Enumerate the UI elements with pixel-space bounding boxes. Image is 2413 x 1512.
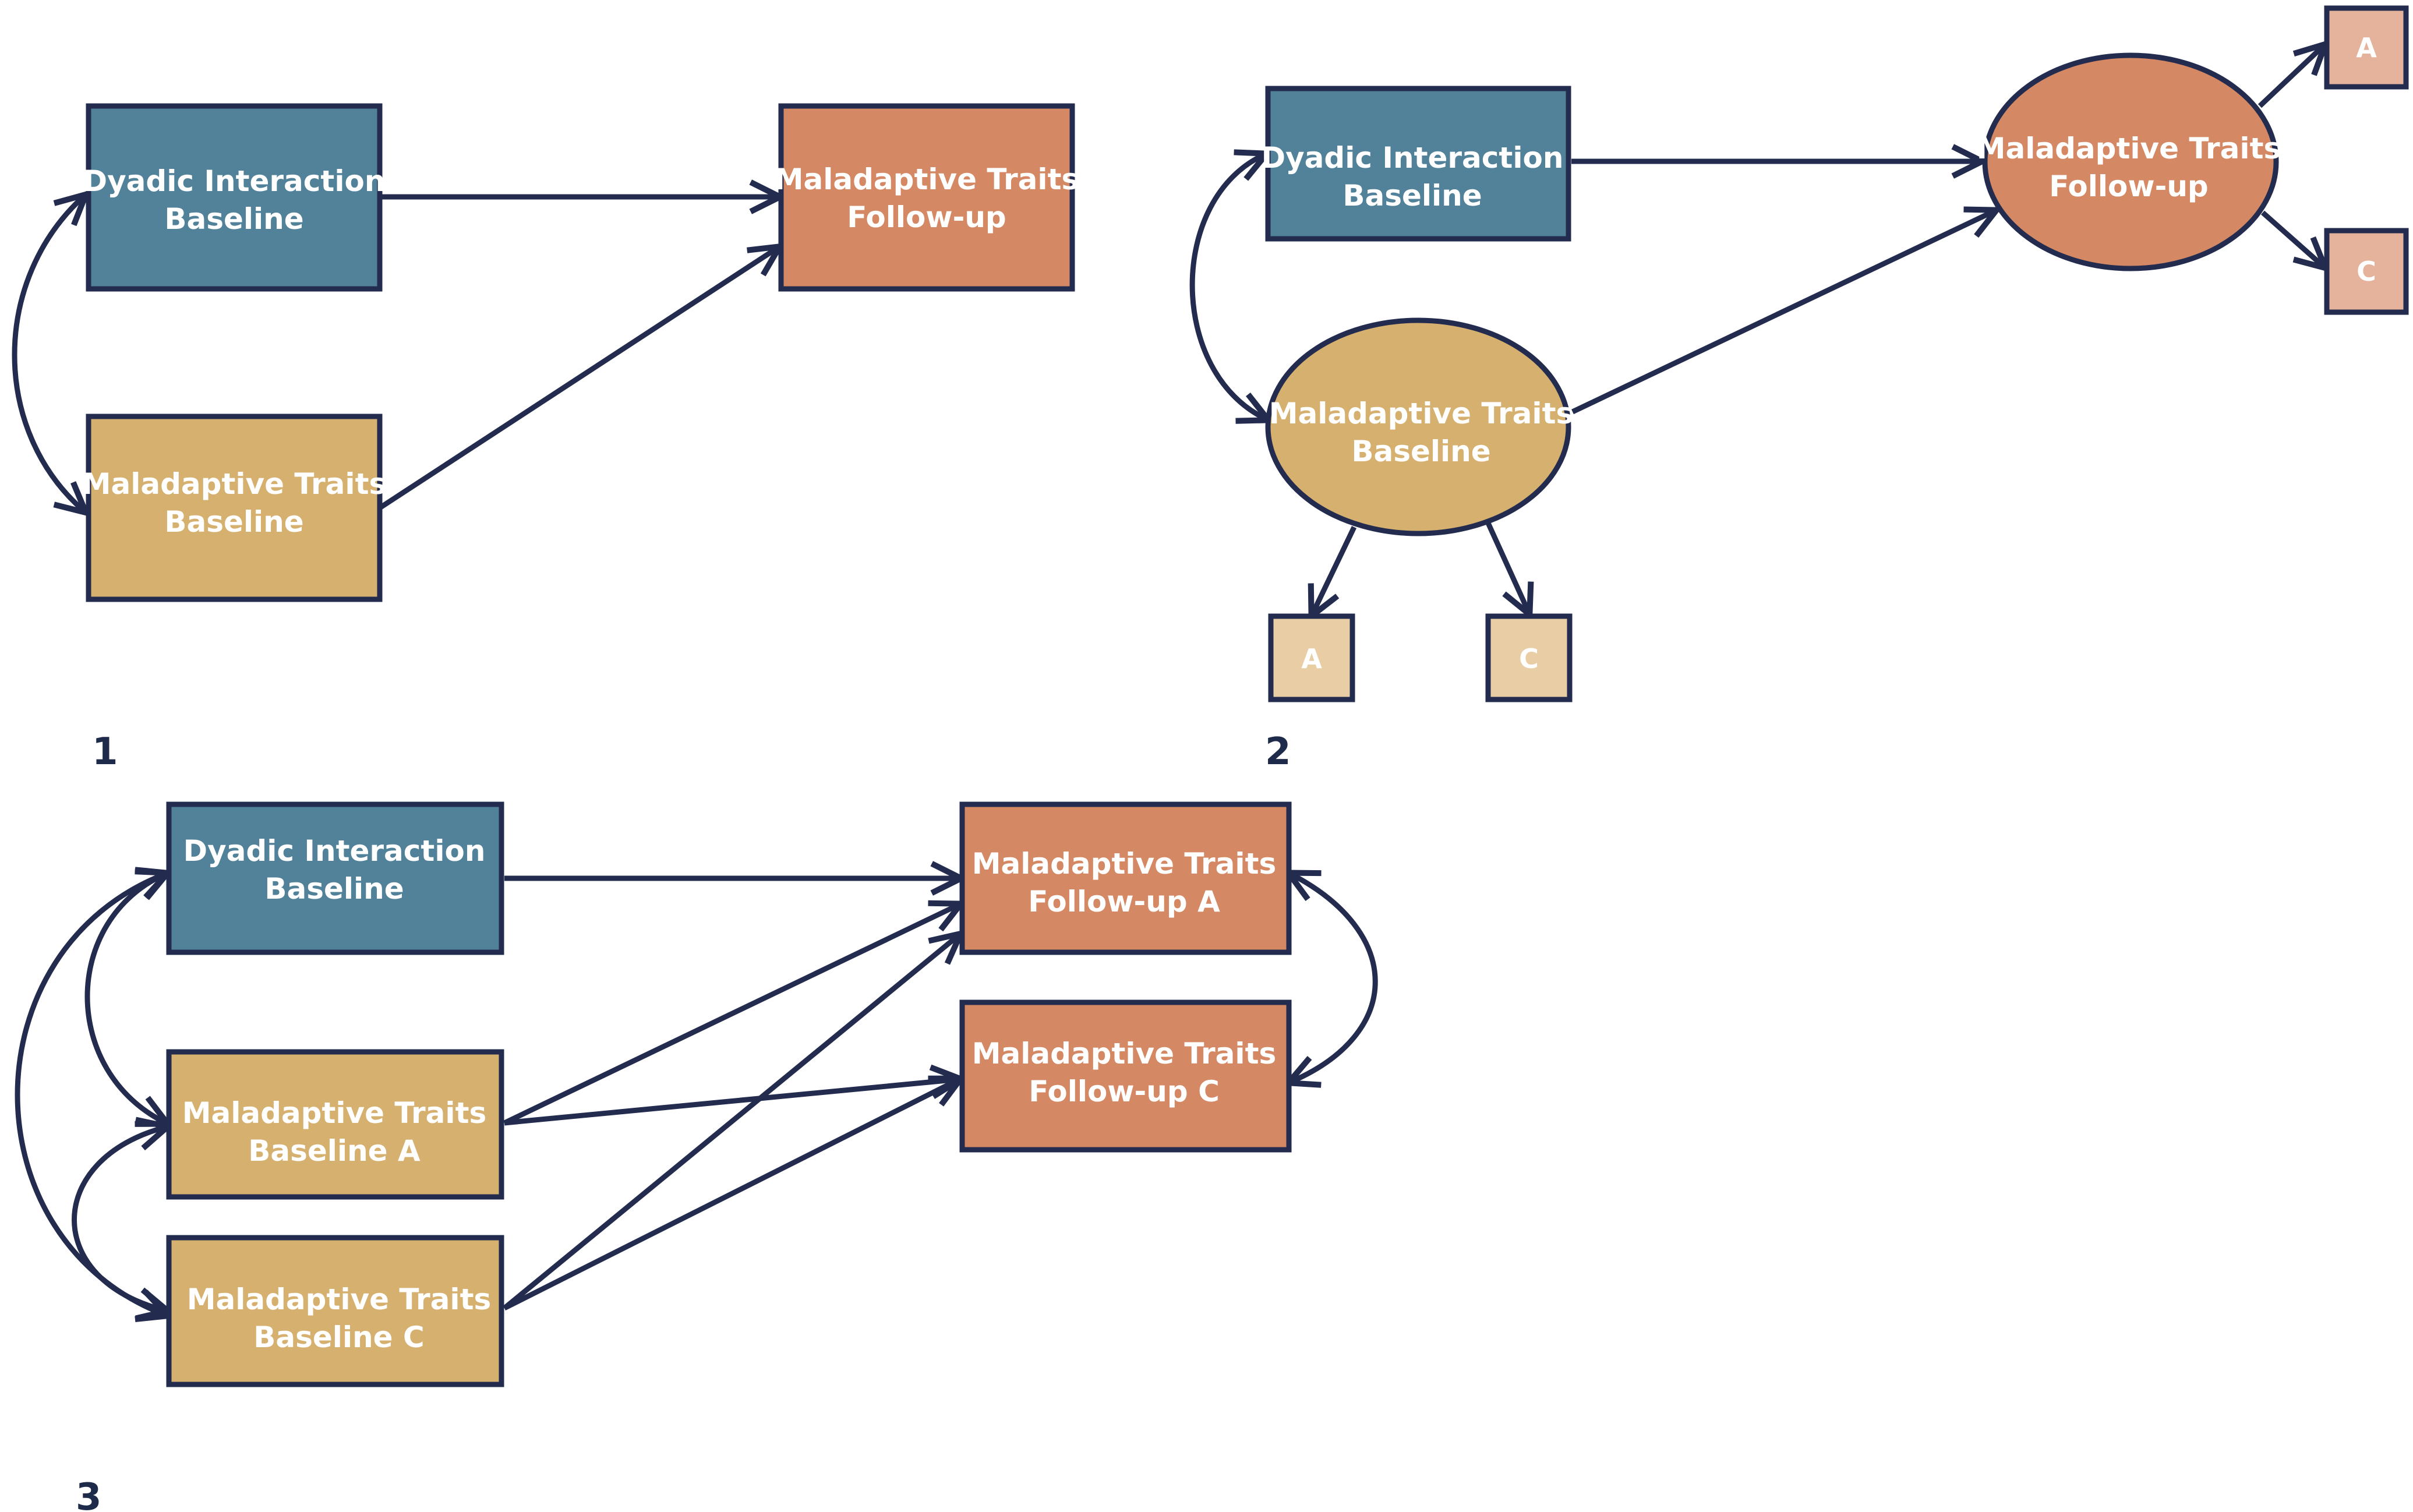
node-label-line2: Baseline C — [253, 1320, 424, 1354]
edge-p3-baseline-a-to-followup-a — [503, 905, 959, 1126]
edge-p3-cov-dyadic-baseline-c — [15, 874, 166, 1315]
node-label-line1: Maladaptive Traits — [1269, 397, 1573, 430]
edge-p2-baseline-to-followup — [1571, 211, 1995, 415]
edge-p2-followup-to-c — [2261, 210, 2324, 267]
node-label-line1: Dyadic Interaction — [183, 834, 486, 868]
node-p1-maladaptive-baseline: Maladaptive Traits Baseline — [82, 414, 386, 602]
indicator-label: C — [1519, 643, 1539, 674]
indicator-label: A — [2356, 32, 2377, 63]
node-label-line1: Maladaptive Traits — [972, 1037, 1276, 1071]
edge-p2-covariance — [1189, 154, 1267, 419]
node-label-line2: Follow-up — [2049, 169, 2208, 203]
panel-label-2: 2 — [1265, 730, 1291, 773]
node-label-line2: Follow-up A — [1028, 885, 1220, 918]
edge-p3-baseline-a-to-followup-c — [504, 1079, 959, 1126]
edge-p2-baseline-to-a — [1312, 526, 1357, 614]
indicator-label: A — [1301, 643, 1322, 674]
nodes: Dyadic Interaction Baseline Maladaptive … — [82, 5, 2409, 1387]
node-p2-indicator-followup-c: C — [2324, 228, 2409, 315]
panel-label-1: 1 — [92, 730, 118, 773]
edge-p3-baseline-c-to-followup-a — [503, 935, 959, 1310]
node-label-line2: Baseline A — [248, 1134, 421, 1168]
node-label-line2: Baseline — [264, 872, 404, 906]
node-p2-indicator-followup-a: A — [2324, 5, 2409, 90]
node-p3-dyadic-baseline: Dyadic Interaction Baseline — [166, 801, 504, 955]
edge-p1-baseline-to-followup — [378, 248, 778, 510]
node-p2-indicator-baseline-a: A — [1268, 613, 1355, 702]
edge-p3-cov-followup-a-followup-c — [1290, 874, 1378, 1082]
edge-p3-cov-baseline-a-baseline-c — [72, 1127, 167, 1310]
node-label-line1: Dyadic Interaction — [83, 164, 386, 198]
node-label-line1: Dyadic Interaction — [1262, 141, 1564, 175]
edge-p3-baseline-c-to-followup-c — [503, 1079, 959, 1311]
node-p3-maladaptive-baseline-c: Maladaptive Traits Baseline C — [166, 1235, 504, 1387]
node-p2-maladaptive-followup: Maladaptive Traits Follow-up — [1977, 52, 2281, 271]
node-label-line2: Baseline — [1351, 434, 1490, 468]
edge-p2-baseline-to-c — [1485, 522, 1529, 613]
node-label-line2: Follow-up C — [1029, 1075, 1220, 1108]
node-p3-maladaptive-baseline-a: Maladaptive Traits Baseline A — [166, 1049, 504, 1200]
node-label-line2: Baseline — [1342, 179, 1482, 213]
node-p1-maladaptive-followup: Maladaptive Traits Follow-up — [775, 103, 1079, 292]
node-p2-dyadic-baseline: Dyadic Interaction Baseline — [1262, 86, 1571, 242]
node-label-line2: Baseline — [164, 202, 303, 236]
edge-p3-cov-dyadic-baseline-a — [84, 874, 166, 1123]
node-p3-maladaptive-followup-c: Maladaptive Traits Follow-up C — [959, 999, 1292, 1153]
node-p1-dyadic-baseline: Dyadic Interaction Baseline — [83, 103, 386, 292]
node-label-line1: Maladaptive Traits — [187, 1283, 491, 1316]
node-label-line1: Maladaptive Traits — [775, 162, 1079, 196]
edges — [12, 45, 2324, 1315]
node-label-line2: Follow-up — [847, 200, 1006, 234]
node-label-line1: Maladaptive Traits — [182, 1096, 486, 1130]
node-label-line1: Maladaptive Traits — [82, 467, 386, 501]
node-label-line1: Maladaptive Traits — [1977, 132, 2281, 165]
indicator-label: C — [2357, 256, 2376, 287]
panel-labels: 1 2 3 — [76, 730, 1291, 1512]
node-p2-maladaptive-baseline: Maladaptive Traits Baseline — [1265, 317, 1573, 536]
node-p2-indicator-baseline-c: C — [1485, 613, 1573, 702]
node-label-line2: Baseline — [164, 505, 303, 539]
node-label-line1: Maladaptive Traits — [972, 847, 1276, 881]
edge-p2-followup-to-a — [2257, 45, 2324, 108]
edge-p1-covariance — [12, 196, 84, 511]
node-p3-maladaptive-followup-a: Maladaptive Traits Follow-up A — [959, 801, 1292, 955]
panel-label-3: 3 — [76, 1476, 102, 1512]
